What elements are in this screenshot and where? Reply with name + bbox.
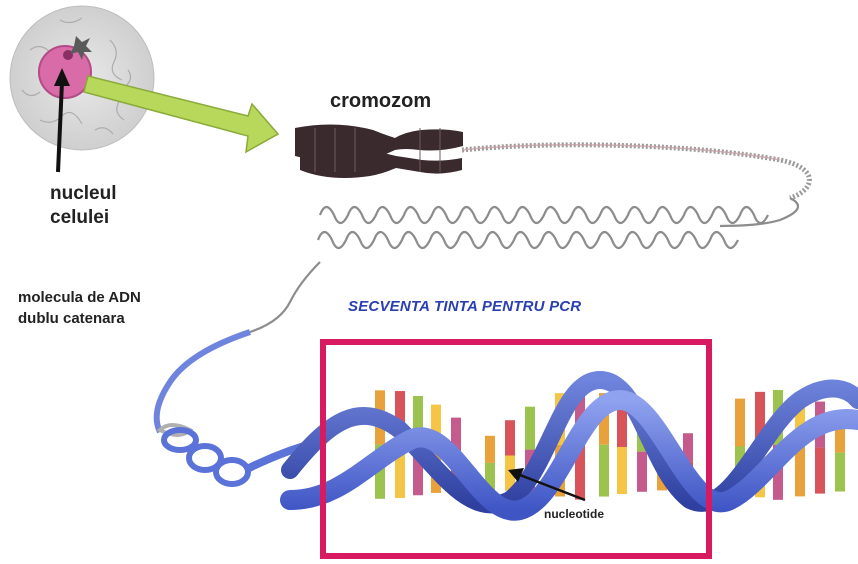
cell-icon: [10, 6, 154, 150]
base-pair-top: [485, 436, 495, 463]
base-pair-bottom: [637, 452, 647, 492]
base-pair-bottom: [599, 445, 609, 497]
chromosome-label: cromozom: [330, 90, 431, 113]
base-pair-bottom: [617, 447, 627, 494]
dna-fiber: [462, 145, 809, 198]
nucleus-label-line1: nucleul: [50, 182, 117, 206]
base-pair-bottom: [835, 453, 845, 492]
base-pair-top: [505, 420, 515, 455]
chromosome-icon: [295, 124, 463, 178]
base-pair-top: [525, 407, 535, 450]
pcr-target-label: SECVENTA TINTA PENTRU PCR: [348, 298, 581, 315]
dna-label: molecula de ADN dublu catenara: [18, 287, 141, 329]
base-pair-bottom: [815, 448, 825, 494]
dna-label-line1: molecula de ADN: [18, 287, 141, 308]
nucleus-label-line2: celulei: [50, 206, 117, 230]
dna-label-line2: dublu catenara: [18, 308, 141, 329]
nucleus-label: nucleul celulei: [50, 182, 117, 230]
base-pair-top: [735, 399, 745, 447]
nucleotide-label: nucleotide: [544, 507, 604, 521]
